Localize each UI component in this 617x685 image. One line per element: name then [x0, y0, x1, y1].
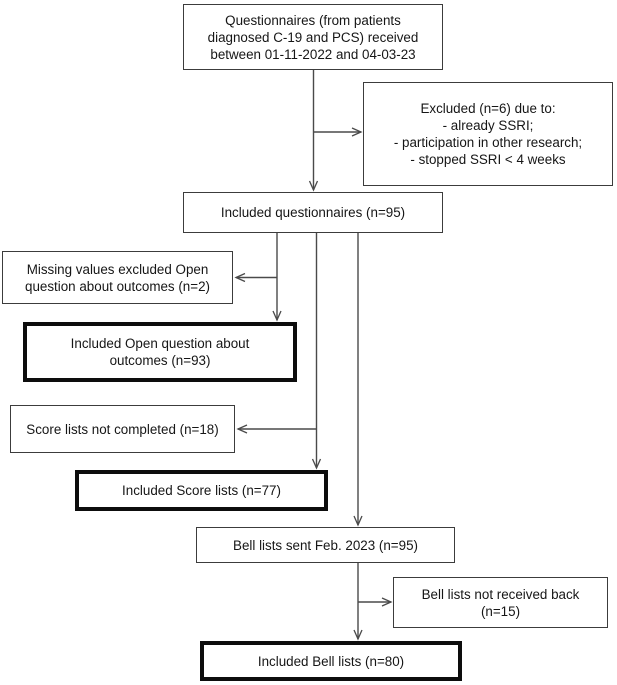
box-text-line: Included Open question about [70, 336, 250, 351]
bell-lists-sent-box: Bell lists sent Feb. 2023 (n=95) [196, 527, 455, 563]
questionnaires-received-box: Questionnaires (from patients diagnosed … [183, 4, 443, 70]
excluded-box: Excluded (n=6) due to: - already SSRI; -… [363, 82, 613, 186]
box-text-line: Bell lists sent Feb. 2023 (n=95) [233, 537, 418, 553]
bell-lists-not-received-box: Bell lists not received back (n=15) [393, 577, 608, 628]
box-text-line: Bell lists not received back [421, 586, 580, 602]
included-score-lists-box: Included Score lists (n=77) [75, 470, 328, 511]
included-bell-lists-box: Included Bell lists (n=80) [200, 641, 462, 681]
score-lists-not-completed-box: Score lists not completed (n=18) [10, 405, 235, 453]
box-text-line: outcomes (n=93) [109, 353, 211, 368]
box-text-line: Included questionnaires (n=95) [220, 205, 406, 220]
box-text-line: Questionnaires (from patients [225, 12, 401, 28]
included-questionnaires-box: Included questionnaires (n=95) [183, 192, 443, 233]
missing-values-excluded-box: Missing values excluded Open question ab… [2, 251, 233, 304]
included-open-question-box: Included Open question about outcomes (n… [23, 322, 297, 382]
box-text-line: Missing values excluded Open [26, 261, 209, 277]
box-text-line: Included Bell lists (n=80) [257, 653, 405, 669]
box-text-line: Included Score lists (n=77) [122, 483, 281, 498]
box-text-line: question about outcomes (n=2) [25, 278, 210, 294]
box-text-line: - already SSRI; [442, 118, 534, 133]
box-text-line: - stopped SSRI < 4 weeks [410, 152, 566, 167]
box-text-line: diagnosed C-19 and PCS) received [207, 29, 419, 45]
box-text-line: Excluded (n=6) due to: [420, 101, 556, 116]
box-text-line: (n=15) [480, 603, 521, 619]
box-text-line: Score lists not completed (n=18) [26, 421, 219, 437]
box-text-line: between 01-11-2022 and 04-03-23 [210, 46, 416, 62]
box-text-line: - participation in other research; [393, 135, 583, 150]
